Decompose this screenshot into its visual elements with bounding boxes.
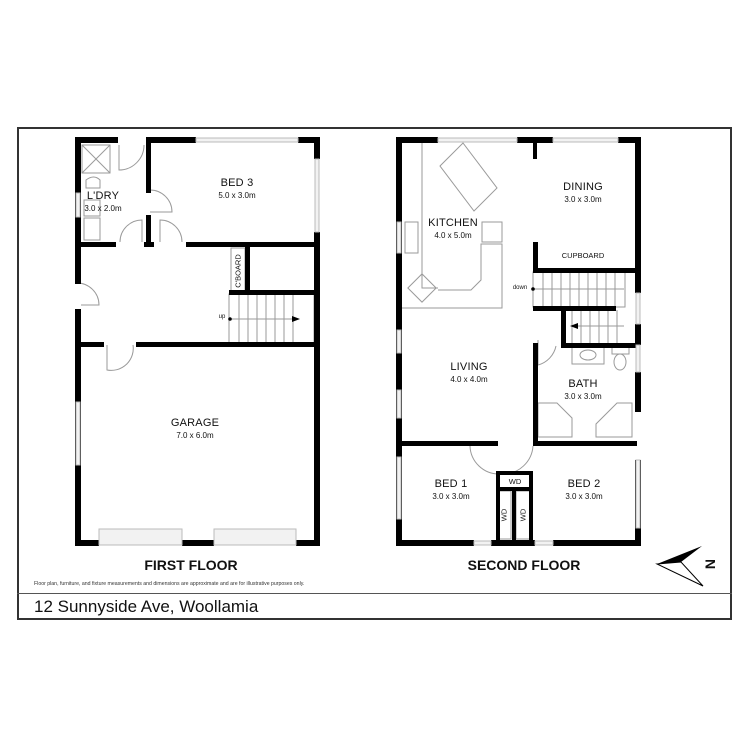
room-dimensions: 3.0 x 3.0m [564,195,602,204]
property-address: 12 Sunnyside Ave, Woollamia [34,597,259,616]
cupboard-label: CUPBOARD [561,251,605,260]
second-floor-title: SECOND FLOOR [467,557,581,573]
room-name: KITCHEN [428,217,478,229]
room-name: BATH [568,378,598,390]
room-dimensions: 3.0 x 3.0m [565,492,603,501]
room-living: LIVING 4.0 x 4.0m [450,361,487,384]
room-name: BED 1 [434,478,468,490]
room-dimensions: 4.0 x 4.0m [450,375,488,384]
stairs-down-label: down [512,285,528,291]
room-dining: DINING 3.0 x 3.0m [563,181,603,204]
room-bed-1: BED 1 3.0 x 3.0m [432,478,469,501]
stairs-up-label: up [218,314,226,320]
wardrobe-label: WD [508,477,522,486]
room-bath: BATH 3.0 x 3.0m [564,378,601,401]
room-dimensions: 3.0 x 3.0m [564,392,602,401]
room-name: L'DRY [86,190,120,202]
address-divider [17,593,732,594]
room-name: BED 2 [567,478,601,490]
room-dimensions: 3.0 x 3.0m [432,492,470,501]
room-name: GARAGE [170,417,220,429]
disclaimer-text: Floor plan, furniture, and fixture measu… [34,581,305,587]
plan-frame [17,127,732,620]
room-bed-3: BED 3 5.0 x 3.0m [218,177,255,200]
first-floor-title: FIRST FLOOR [144,557,238,573]
room-dimensions: 5.0 x 3.0m [218,191,256,200]
room-laundry: L'DRY 3.0 x 2.0m [84,190,121,213]
room-kitchen: KITCHEN 4.0 x 5.0m [428,217,478,240]
room-dimensions: 4.0 x 5.0m [434,231,472,240]
north-label: N [702,558,719,570]
room-name: BED 3 [220,177,254,189]
room-dimensions: 7.0 x 6.0m [176,431,214,440]
room-name: DINING [563,181,603,193]
room-bed-2: BED 2 3.0 x 3.0m [565,478,602,501]
room-garage: GARAGE 7.0 x 6.0m [171,417,219,440]
room-dimensions: 3.0 x 2.0m [84,204,122,213]
room-name: LIVING [450,361,488,373]
